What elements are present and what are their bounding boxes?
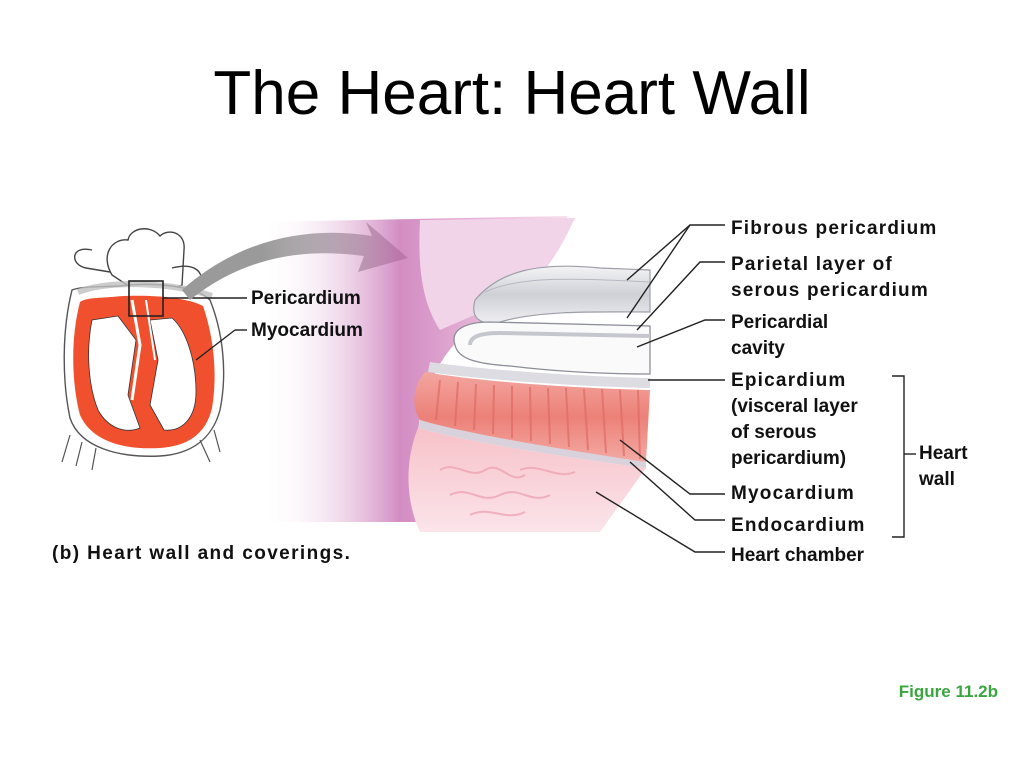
- label-pericardium: Pericardium: [251, 288, 361, 309]
- heart-illustration: [61, 228, 247, 471]
- leader-heart-chamber: [595, 491, 725, 553]
- leader-parietal: [636, 261, 725, 331]
- label-epicardium-line4: pericardium): [731, 448, 847, 469]
- endocardium-layer: [418, 420, 646, 468]
- right-chamber: [149, 317, 197, 431]
- right-leader-lines: [595, 224, 725, 553]
- leader-myocardium: [195, 329, 236, 361]
- label-parietal-line1: Parietal layer of: [731, 254, 893, 275]
- magnified-wall-section: [262, 216, 651, 532]
- label-heart-wall-line1: Heart: [919, 443, 968, 464]
- figure-caption: (b) Heart wall and coverings.: [52, 543, 352, 564]
- label-myocardium-right: Myocardium: [731, 483, 855, 504]
- label-parietal-line2: serous pericardium: [731, 280, 929, 301]
- label-endocardium: Endocardium: [731, 515, 866, 536]
- leader-cavity: [636, 319, 725, 348]
- label-pericardial-cavity-line1: Pericardial: [731, 312, 829, 333]
- figure-reference: Figure 11.2b: [898, 682, 998, 701]
- label-heart-chamber: Heart chamber: [731, 545, 865, 566]
- slide-title: The Heart: Heart Wall: [213, 59, 811, 128]
- label-pericardial-cavity-line2: cavity: [731, 338, 785, 359]
- heart-chamber-area: [408, 428, 646, 532]
- myocardium-band: [414, 372, 650, 462]
- left-chamber: [88, 315, 141, 431]
- label-heart-wall-line2: wall: [919, 469, 955, 490]
- pericardial-cavity-fold: [453, 321, 651, 375]
- heart-wall-bracket: [892, 375, 916, 538]
- label-epicardium-line1: Epicardium: [731, 370, 847, 391]
- label-myocardium-left: Myocardium: [251, 320, 363, 341]
- label-epicardium-line3: of serous: [731, 422, 817, 443]
- leader-endocardium: [629, 461, 725, 521]
- label-fibrous-pericardium: Fibrous pericardium: [731, 218, 938, 239]
- label-epicardium-line2: (visceral layer: [731, 396, 858, 417]
- leader-myocardium-r: [619, 439, 725, 495]
- epicardium-layer: [428, 362, 650, 388]
